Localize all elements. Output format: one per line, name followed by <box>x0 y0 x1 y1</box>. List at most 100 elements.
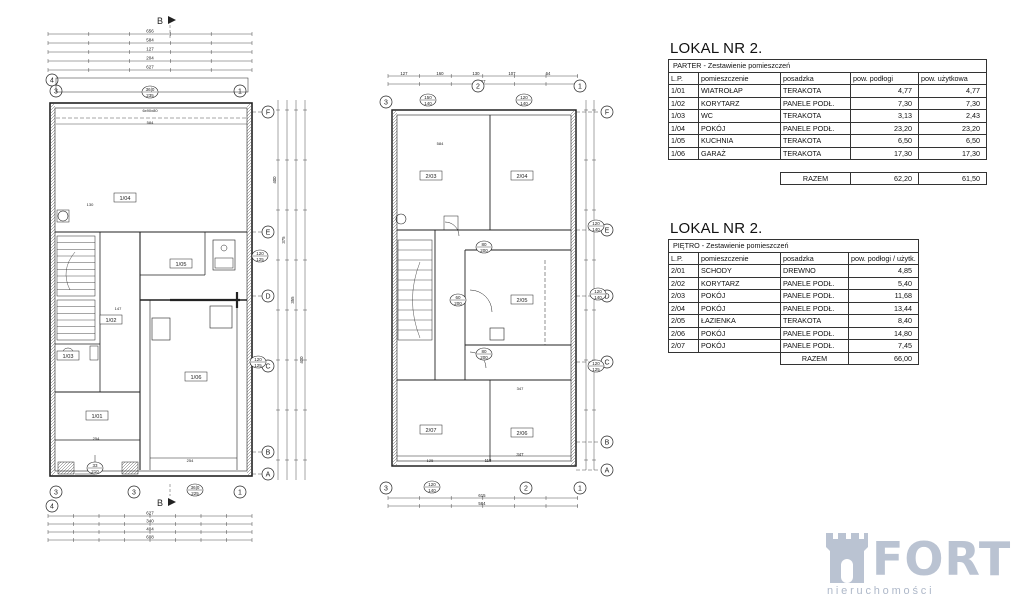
wall-hatch <box>246 312 252 318</box>
wall-hatch <box>50 150 56 156</box>
dimension-label: 107 <box>508 71 516 76</box>
dimension-label: 118 <box>485 458 492 463</box>
column-header: pomieszczenie <box>698 71 781 85</box>
wall-hatch <box>50 132 56 138</box>
column-tag-bottom: 210 <box>91 469 99 474</box>
wall-hatch <box>50 222 56 228</box>
wall-hatch <box>570 163 576 169</box>
wall-hatch <box>570 253 576 259</box>
wall-hatch <box>50 135 56 141</box>
grid-label: 3 <box>384 486 388 493</box>
wall-hatch <box>50 309 56 315</box>
wall-hatch <box>392 283 398 289</box>
wall-hatch <box>246 378 252 384</box>
wall-hatch <box>392 325 398 331</box>
wall-hatch <box>392 208 398 214</box>
wall-hatch <box>570 166 576 172</box>
table-cell: 2,43 <box>917 109 988 123</box>
wall-hatch <box>50 360 56 366</box>
wall-hatch <box>392 388 398 394</box>
wall-hatch <box>570 397 576 403</box>
table-cell: POKÓJ <box>698 326 781 340</box>
total-value: 66,00 <box>847 351 920 365</box>
exterior-wall-inner <box>54 107 248 472</box>
column-tag-top: 36|0 <box>146 87 155 92</box>
wall-hatch <box>246 306 252 312</box>
wall-hatch <box>50 228 56 234</box>
table-cell: 7,30 <box>917 96 988 110</box>
wall-hatch <box>392 319 398 325</box>
wall-hatch <box>570 406 576 412</box>
room-tag <box>85 410 109 421</box>
wall-hatch <box>570 112 576 118</box>
wall-hatch <box>392 181 398 187</box>
table-cell: PANELE PODŁ. <box>780 301 849 315</box>
dimension-label: 584 <box>146 38 154 43</box>
wall-hatch <box>246 270 252 276</box>
room-tag <box>99 314 123 325</box>
wall-hatch <box>50 315 56 321</box>
wall-hatch <box>50 129 56 135</box>
wall-hatch <box>246 111 252 117</box>
total-usable: 61,50 <box>917 171 988 185</box>
wall-hatch <box>570 115 576 121</box>
wall-hatch <box>50 414 56 420</box>
wall-hatch <box>246 177 252 183</box>
table-cell: 5,40 <box>847 276 920 290</box>
wall-hatch <box>133 469 139 475</box>
grid-label: C <box>604 360 609 367</box>
column-header: pomieszczenie <box>698 251 781 265</box>
wall-hatch <box>121 461 129 469</box>
wall-hatch <box>570 220 576 226</box>
wall-hatch <box>570 235 576 241</box>
wall-hatch <box>246 336 252 342</box>
wall-hatch <box>570 415 576 421</box>
wall-hatch <box>246 156 252 162</box>
wall-hatch <box>50 438 56 444</box>
wall-hatch <box>570 211 576 217</box>
wall-hatch <box>570 151 576 157</box>
wall-hatch <box>124 461 138 475</box>
wall-hatch <box>246 237 252 243</box>
wall-hatch <box>246 399 252 405</box>
wall-hatch <box>570 403 576 409</box>
total-row: RAZEM 62,20 61,50 <box>669 171 988 185</box>
wall-hatch <box>246 333 252 339</box>
wall-hatch <box>392 313 398 319</box>
grid-label: D <box>265 294 270 301</box>
wall-hatch <box>570 460 576 466</box>
dimension-label: 254 <box>93 436 100 441</box>
wall-hatch <box>50 147 56 153</box>
wall-hatch <box>50 408 56 414</box>
grid-label: A <box>605 468 610 475</box>
wall-hatch <box>246 300 252 306</box>
wall-hatch <box>246 207 252 213</box>
wall-hatch <box>570 385 576 391</box>
table-cell: PANELE PODŁ. <box>780 121 851 135</box>
wall-hatch <box>246 285 252 291</box>
wall-hatch <box>392 430 398 436</box>
wall-hatch <box>392 229 398 235</box>
wall-hatch <box>392 367 398 373</box>
wall-hatch <box>246 213 252 219</box>
wall-hatch <box>57 461 68 472</box>
basin-icon <box>89 345 99 361</box>
wall-hatch <box>570 421 576 427</box>
wall-hatch <box>50 342 56 348</box>
wall-hatch <box>392 139 398 145</box>
grid-label: 1 <box>578 486 582 493</box>
wall-hatch <box>570 343 576 349</box>
column-tag-top: 120 <box>520 95 528 100</box>
wall-hatch <box>392 412 398 418</box>
table-cell: POKÓJ <box>698 121 781 135</box>
wall-hatch <box>570 427 576 433</box>
wall-hatch <box>570 424 576 430</box>
wall-hatch <box>570 310 576 316</box>
spacer-row <box>668 159 987 172</box>
wall-hatch <box>570 136 576 142</box>
room-tag <box>510 170 534 181</box>
wall-hatch <box>570 448 576 454</box>
wall-hatch <box>392 124 398 130</box>
wall-hatch <box>246 267 252 273</box>
